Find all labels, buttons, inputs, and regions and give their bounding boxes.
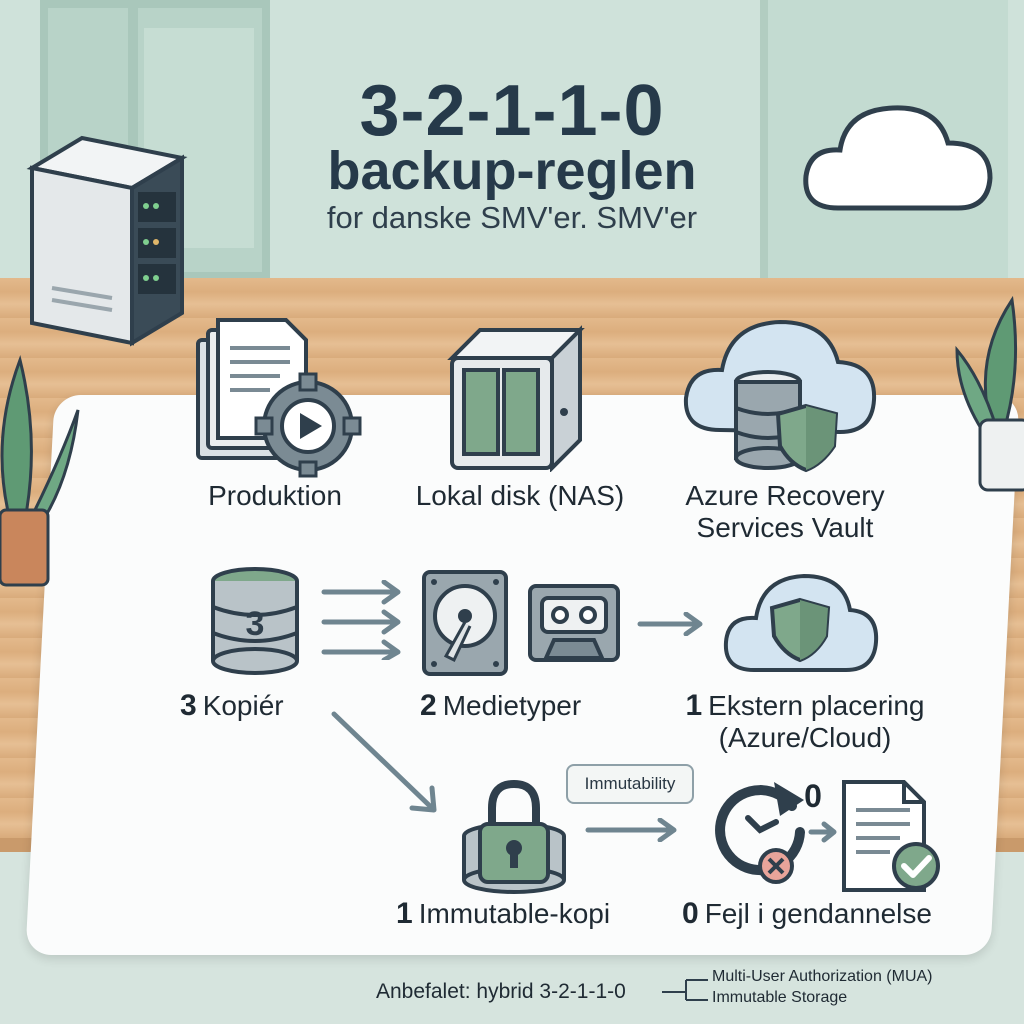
- azure-cloud-database-shield-icon: [683, 319, 877, 473]
- diagonal-arrow-icon: [331, 711, 437, 813]
- offsite-text-line1: Ekstern placering: [708, 690, 925, 721]
- azure-vault-label-line1: Azure Recovery: [685, 480, 885, 511]
- azure-vault-label-line2: Services Vault: [696, 512, 874, 543]
- arrows-to-media-icon: [321, 580, 401, 660]
- azure-vault-label: Azure Recovery Services Vault: [660, 480, 910, 544]
- database-copies-icon: 3: [211, 567, 299, 675]
- restore-cycle-icon: [715, 782, 805, 884]
- copies-number: 3: [180, 689, 197, 722]
- verified-document-icon: [842, 780, 940, 892]
- arrow-to-report-icon: [808, 821, 837, 843]
- hard-drive-icon: [422, 570, 508, 676]
- tape-cassette-icon: [528, 584, 620, 662]
- plant-left-icon: [0, 354, 80, 587]
- offsite-number: 1: [685, 689, 703, 722]
- nas-device-icon: [447, 325, 585, 472]
- copies-text: Kopiér: [202, 690, 284, 721]
- title-rule: 3-2-1-1-0: [359, 71, 665, 151]
- immutable-lock-storage-icon: [462, 779, 566, 894]
- server-tower-icon: [26, 135, 188, 347]
- footer-bracket-icon: [662, 979, 708, 1001]
- production-label: Produktion: [208, 480, 342, 511]
- media-number: 2: [420, 689, 437, 722]
- plant-right-icon: [955, 295, 1024, 492]
- immutable-text: Immutable-kopi: [418, 898, 611, 929]
- footer-recommendation: Anbefalet: hybrid 3-2-1-1-0: [376, 980, 626, 1003]
- production-document-gear-icon: [196, 318, 362, 478]
- immutability-bubble: Immutability: [566, 764, 694, 804]
- footer-mua: Multi-User Authorization (MUA): [712, 968, 933, 985]
- cloud-shield-icon: [723, 573, 879, 672]
- offsite-text-line2: (Azure/Cloud): [718, 722, 892, 753]
- restore-zero-badge: 0: [804, 778, 822, 814]
- media-text: Medietyper: [442, 690, 582, 721]
- arrow-to-cloud-icon: [637, 612, 703, 636]
- immutable-number: 1: [396, 897, 413, 930]
- title-name: backup-reglen: [327, 141, 697, 201]
- arrow-to-restore-icon: [585, 818, 677, 842]
- subtitle: for danske SMV'er. SMV'er: [326, 200, 698, 235]
- zero-text: Fejl i gendannelse: [704, 898, 932, 929]
- footer-immutable-storage: Immutable Storage: [712, 989, 848, 1006]
- database-badge: 3: [246, 605, 265, 643]
- zero-number: 0: [682, 897, 699, 930]
- local-disk-label: Lokal disk (NAS): [415, 480, 625, 511]
- cloud-decoration-icon: [803, 105, 993, 211]
